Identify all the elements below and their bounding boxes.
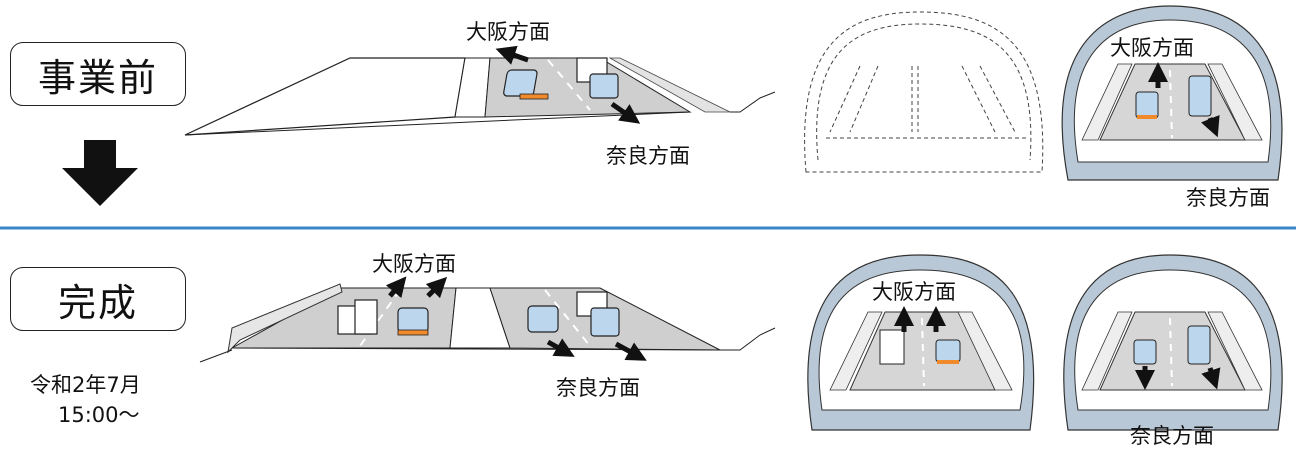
before-road-down-arrow [610, 101, 641, 124]
before-tunnel-existing [1061, 5, 1283, 181]
before-title: 事業前 [37, 55, 158, 100]
after-road-vehicle-car-left [397, 307, 429, 336]
completion-date: 令和2年7月 15:00～ [30, 370, 141, 430]
after-title: 完成 [57, 280, 138, 325]
after-tunnel-right [1063, 254, 1283, 431]
after-tunnel-nara-label: 奈良方面 [1130, 424, 1214, 448]
before-road [184, 57, 776, 136]
before-road-vehicle-car [503, 69, 549, 100]
after-tunnel-left [807, 254, 1035, 431]
after-road-nara-label: 奈良方面 [556, 376, 640, 400]
after-road [199, 283, 776, 363]
before-tunnel-nara-label: 奈良方面 [1186, 186, 1270, 210]
before-title-box: 事業前 [10, 42, 186, 106]
transition-arrow-icon [62, 140, 138, 206]
before-road-nara-label: 奈良方面 [606, 144, 690, 168]
after-title-box: 完成 [10, 267, 186, 331]
before-road-osaka-label: 大阪方面 [466, 20, 550, 44]
before-tunnel-outline [804, 11, 1044, 173]
before-tunnel-osaka-label: 大阪方面 [1110, 36, 1194, 60]
after-road-up-arrow-2 [425, 276, 448, 299]
completion-date-line1: 令和2年7月 [30, 373, 141, 397]
after-road-down-arrow-1 [546, 338, 575, 357]
before-road-vehicle-truck [576, 57, 619, 99]
before-road-up-arrow [495, 45, 529, 65]
after-road-vehicle-truck-left [337, 299, 378, 335]
completion-date-line2: 15:00～ [58, 403, 140, 427]
after-road-vehicle-car-right [527, 305, 559, 333]
after-tunnel-osaka-label: 大阪方面 [872, 280, 956, 304]
after-road-down-arrow-2 [614, 341, 647, 361]
after-road-osaka-label: 大阪方面 [372, 252, 456, 276]
after-road-up-arrow-1 [385, 276, 407, 299]
after-road-vehicle-truck-right [576, 291, 620, 337]
